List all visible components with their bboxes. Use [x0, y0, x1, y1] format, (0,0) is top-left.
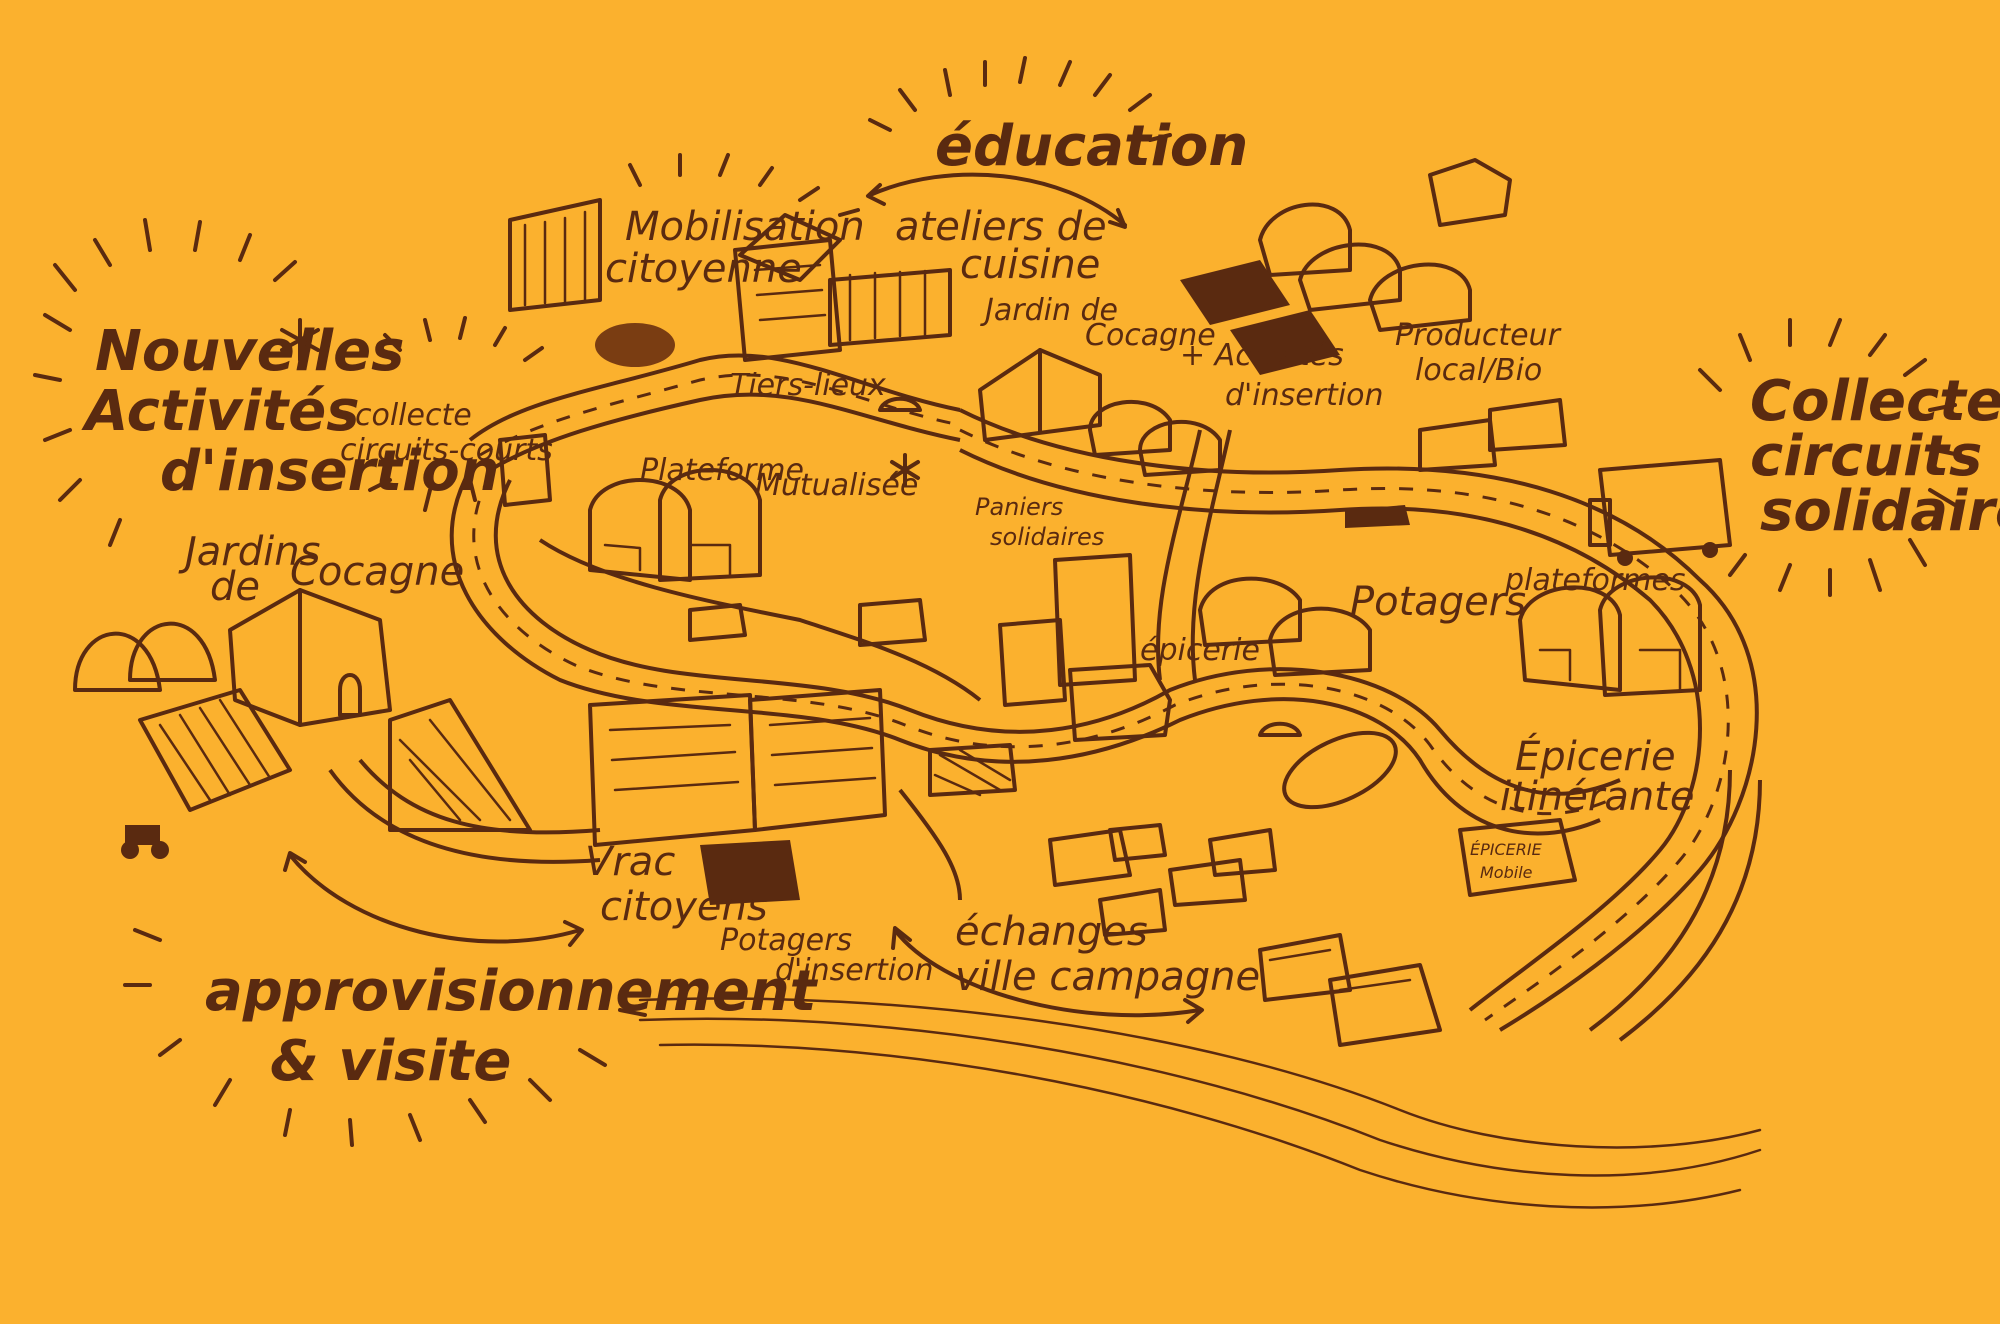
- labels: éducation Mobilisation citoyenne atelier…: [81, 114, 2000, 1094]
- rays-nouvelles: [33, 218, 297, 547]
- label-collectes-solidaires-3: solidaires: [1760, 479, 2000, 544]
- arrows: [283, 172, 1204, 1024]
- label-plateforme-1: Plateforme: [640, 453, 804, 488]
- label-potagers-insertion-1: Potagers: [720, 923, 852, 958]
- label-education: éducation: [935, 114, 1248, 179]
- label-paniers-1: Paniers: [975, 493, 1063, 521]
- rays-approvisionnement: [123, 928, 647, 1147]
- label-paniers-2: solidaires: [990, 523, 1104, 551]
- label-producteur-1: Producteur: [1395, 318, 1562, 353]
- star-icon: [280, 318, 320, 362]
- tiers-lieux-buildings: [508, 198, 952, 367]
- rays-collectes-solidaires: [1698, 318, 1962, 597]
- label-epicerie-truck-1: ÉPICERIE: [1470, 840, 1543, 859]
- label-jardins-cocagne-left-1: Jardins: [178, 529, 320, 575]
- label-vrac-1: Vrac: [585, 839, 675, 885]
- star-icon: [890, 453, 920, 487]
- label-potagers: Potagers: [1350, 579, 1526, 625]
- label-epicerie-itinerante-2: itinérante: [1500, 774, 1694, 820]
- plateformes-right-building: [1518, 575, 1702, 697]
- label-ateliers-2: cuisine: [960, 242, 1100, 288]
- rays-education: [868, 56, 1172, 142]
- label-plateforme-2: Mutualisée: [755, 468, 918, 503]
- label-jardin-cocagne-top-2: Cocagne: [1085, 318, 1216, 353]
- label-epicerie-itinerante-1: Épicerie: [1515, 732, 1676, 780]
- producteur-fields: [1180, 158, 1567, 472]
- label-potagers-insertion-2: d'insertion: [775, 953, 934, 988]
- label-nouvelles-2: Activités: [81, 379, 360, 444]
- label-ateliers-1: ateliers de: [895, 204, 1107, 250]
- label-tiers-lieux: Tiers-lieux: [730, 368, 886, 403]
- label-echanges-1: échanges: [955, 909, 1148, 955]
- vehicles: [498, 396, 1732, 897]
- label-mobilisation-2: citoyenne: [605, 246, 802, 292]
- label-approvisionnement-1: approvisionnement: [205, 959, 819, 1024]
- jardin-cocagne-top-buildings: [978, 348, 1222, 477]
- jardins-cocagne-left-buildings: [73, 588, 532, 859]
- label-mobilisation-1: Mobilisation: [625, 204, 865, 250]
- label-collectes-solidaires-2: circuits: [1750, 424, 1982, 489]
- label-collecte-cc-2: circuits-courts: [340, 433, 553, 468]
- label-echanges-2: ville campagne: [955, 954, 1260, 1000]
- label-jardins-cocagne-left-3: Cocagne: [290, 549, 464, 595]
- label-epicerie-truck-2: Mobile: [1480, 863, 1533, 882]
- label-activites-insertion-2: d'insertion: [1225, 378, 1384, 413]
- label-jardin-cocagne-top-1: Jardin de: [980, 293, 1118, 328]
- label-epicerie: épicerie: [1140, 633, 1260, 668]
- label-nouvelles-3: d'insertion: [160, 439, 500, 504]
- label-collecte-cc-1: collecte: [355, 398, 472, 433]
- plateforme-mutualisee-building: [588, 468, 762, 582]
- label-vrac-2: citoyens: [600, 884, 768, 930]
- label-nouvelles-1: Nouvelles: [95, 319, 404, 384]
- label-plateformes: plateformes: [1504, 563, 1686, 598]
- rays-collecte-cc: [368, 316, 544, 512]
- label-collectes-solidaires-1: Collectes: [1750, 369, 2000, 434]
- star-icons: [280, 318, 920, 487]
- rays-mobilisation: [628, 153, 860, 217]
- village-buildings: [1048, 730, 1442, 1047]
- label-activites-insertion-1: + Activités: [1180, 338, 1344, 373]
- river: [638, 997, 1762, 1209]
- vrac-buildings: [588, 688, 1017, 905]
- label-approvisionnement-2: & visite: [270, 1029, 511, 1094]
- label-producteur-2: local/Bio: [1415, 353, 1542, 388]
- centre-buildings: [998, 553, 1372, 742]
- label-jardins-cocagne-left-2: de: [210, 564, 260, 610]
